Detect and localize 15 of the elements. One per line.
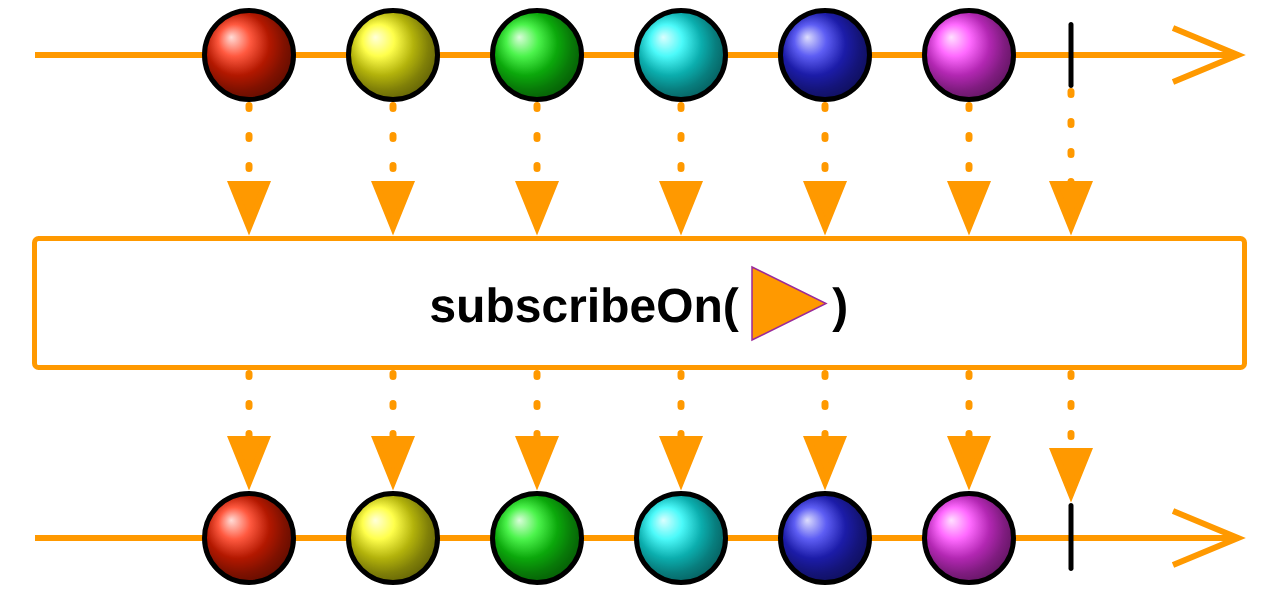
marble	[922, 8, 1016, 102]
operator-box: subscribeOn( )	[32, 236, 1247, 370]
marble	[202, 8, 296, 102]
marble	[490, 491, 584, 585]
marble	[202, 491, 296, 585]
completion-bar	[1068, 22, 1074, 88]
marble	[634, 8, 728, 102]
marble	[634, 491, 728, 585]
marble	[778, 8, 872, 102]
marble	[922, 491, 1016, 585]
marble	[346, 491, 440, 585]
marble	[346, 8, 440, 102]
completion-bar	[1068, 503, 1074, 571]
marble	[778, 491, 872, 585]
marble	[490, 8, 584, 102]
